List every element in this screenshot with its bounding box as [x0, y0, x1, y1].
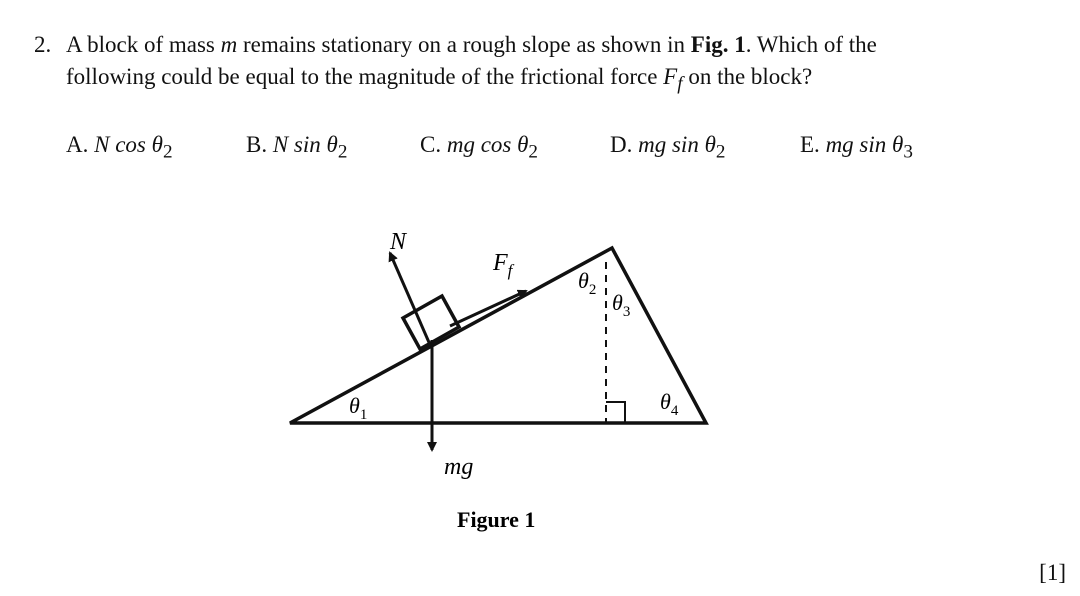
- option-expression: N cos θ: [94, 132, 163, 157]
- normal-force-arrow: [388, 251, 433, 348]
- figure-reference: Fig. 1: [690, 32, 746, 57]
- option-a[interactable]: A. N cos θ2: [66, 130, 173, 168]
- right-angle-marker: [606, 401, 626, 423]
- option-b[interactable]: B. N sin θ2: [246, 130, 347, 168]
- label-theta1: θ1: [349, 393, 367, 423]
- friction-arrow: [449, 289, 528, 328]
- question-text: . Which of the: [745, 32, 877, 57]
- label-ff: Ff: [492, 250, 515, 280]
- question-text: remains stationary on a rough slope as s…: [237, 32, 691, 57]
- option-expression: mg cos θ: [446, 132, 529, 157]
- friction-symbol: F: [663, 64, 678, 89]
- mass-symbol: m: [220, 32, 238, 57]
- option-letter: D.: [610, 132, 633, 157]
- figure-caption: Figure 1: [457, 507, 535, 532]
- option-letter: C.: [420, 132, 442, 157]
- option-subscript: 2: [715, 141, 726, 163]
- question-number: 2.: [34, 32, 52, 57]
- option-subscript: 2: [337, 141, 348, 163]
- option-expression: mg sin θ: [638, 132, 716, 157]
- option-expression: mg sin θ: [825, 132, 904, 157]
- question-line-1: 2. A block of mass m remains stationary o…: [34, 30, 877, 60]
- label-theta2: θ2: [578, 268, 596, 298]
- friction-subscript: f: [677, 73, 683, 95]
- option-expression: N sin θ: [272, 132, 338, 157]
- question-text: on the block?: [682, 64, 813, 89]
- option-subscript: 2: [528, 141, 538, 163]
- marks-indicator: [1]: [1039, 560, 1066, 585]
- option-e[interactable]: E. mg sin θ3: [800, 130, 913, 168]
- slope-triangle: [289, 245, 709, 425]
- option-letter: E.: [800, 132, 820, 157]
- label-theta3: θ3: [612, 290, 630, 320]
- option-letter: A.: [66, 132, 89, 157]
- question-text: A block of mass: [66, 32, 221, 57]
- label-mg: mg: [444, 454, 473, 480]
- option-subscript: 3: [903, 141, 913, 163]
- option-letter: B.: [246, 132, 268, 157]
- label-theta4: θ4: [660, 389, 679, 419]
- question-text: following could be equal to the magnitud…: [66, 64, 664, 89]
- question-line-2: following could be equal to the magnitud…: [66, 62, 812, 100]
- option-c[interactable]: C. mg cos θ2: [420, 130, 538, 168]
- option-subscript: 2: [162, 141, 173, 163]
- option-d[interactable]: D. mg sin θ2: [610, 130, 725, 168]
- label-n: N: [389, 229, 408, 255]
- block: [400, 293, 462, 352]
